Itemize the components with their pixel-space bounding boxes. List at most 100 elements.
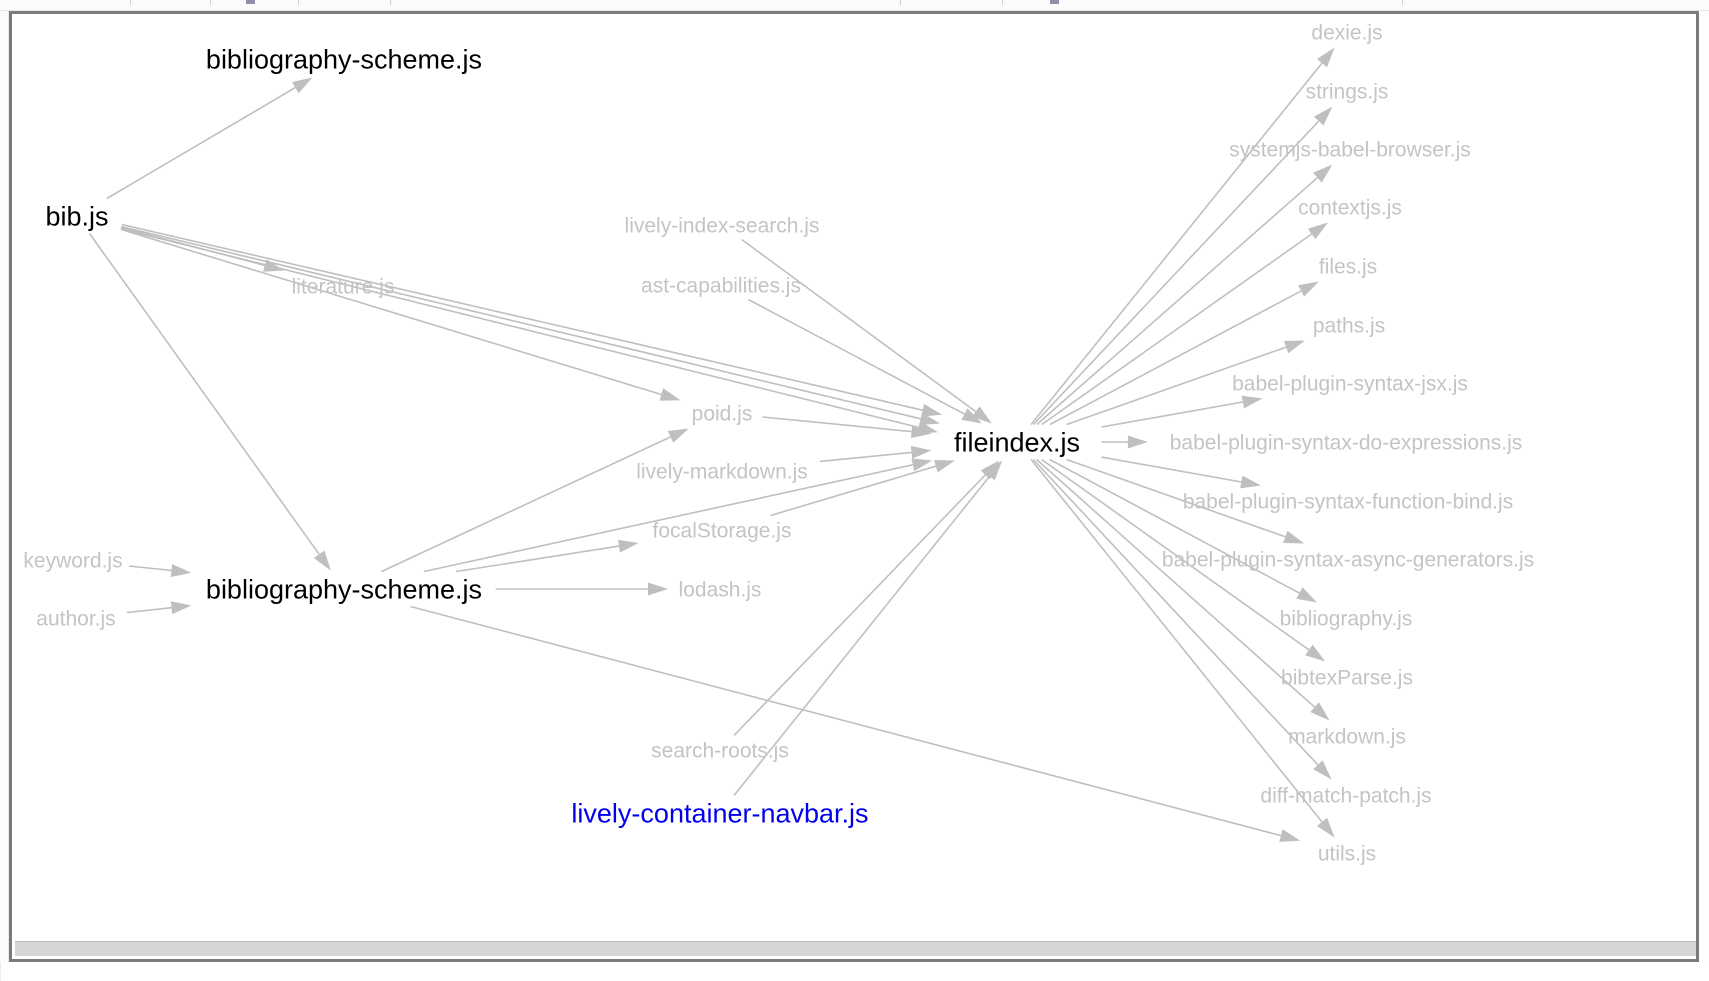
graph-node-lively-markdown[interactable]: lively-markdown.js: [636, 460, 808, 483]
graph-edge-arrowhead: [1313, 760, 1332, 780]
graph-edge-arrowhead: [1314, 106, 1333, 126]
graph-node-systemjs-babel-browser[interactable]: systemjs-babel-browser.js: [1229, 138, 1471, 161]
toolbar-tick-active: [1050, 0, 1059, 4]
graph-node-fileindex[interactable]: fileindex.js: [954, 427, 1080, 457]
graph-node-bibliography[interactable]: bibliography.js: [1280, 607, 1413, 630]
graph-node-babel-plugin-syntax-async-generators[interactable]: babel-plugin-syntax-async-generators.js: [1162, 548, 1534, 571]
toolbar-tick-active: [246, 0, 255, 4]
graph-node-paths[interactable]: paths.js: [1313, 314, 1385, 337]
graph-edge: [1066, 346, 1287, 426]
graph-edge: [1030, 62, 1323, 426]
graph-edge-arrowhead: [659, 388, 681, 401]
graph-node-poid[interactable]: poid.js: [692, 402, 753, 425]
toolbar-tick: [1002, 0, 1003, 5]
graph-edge-arrowhead: [919, 412, 941, 426]
toolbar-tick: [1402, 0, 1403, 5]
graph-edge-arrowhead: [170, 601, 192, 615]
graph-node-bib[interactable]: bib.js: [45, 201, 108, 231]
graph-edge: [1049, 290, 1302, 426]
graph-edge: [1030, 458, 1323, 823]
graph-node-search-roots[interactable]: search-roots.js: [651, 739, 789, 762]
graph-edge: [1101, 401, 1243, 428]
graph-edge: [741, 238, 977, 413]
dependency-graph-svg[interactable]: bibliography-scheme.js bib.js literature.j…: [12, 14, 1696, 959]
graph-edge: [819, 451, 912, 463]
graph-edge-arrowhead: [911, 458, 933, 472]
graph-node-focalStorage[interactable]: focalStorage.js: [653, 519, 792, 542]
graph-edge-arrowhead: [910, 445, 932, 459]
graph-edge: [747, 298, 965, 415]
edges-layer: [88, 47, 1335, 842]
graph-edge-arrowhead: [1283, 530, 1305, 544]
graph-edge-arrowhead: [1240, 475, 1261, 489]
graph-edge: [1036, 177, 1318, 426]
graph-node-lively-index-search[interactable]: lively-index-search.js: [625, 214, 820, 237]
graph-node-dexie[interactable]: dexie.js: [1311, 21, 1382, 44]
graph-node-babel-plugin-syntax-function-bind[interactable]: babel-plugin-syntax-function-bind.js: [1183, 490, 1513, 513]
graph-edge: [88, 233, 320, 555]
graph-edge-arrowhead: [910, 425, 932, 439]
graph-edge-arrowhead: [313, 550, 331, 571]
graph-edge-arrowhead: [1313, 164, 1333, 183]
toolbar-tick: [210, 0, 211, 5]
graph-edge: [1041, 458, 1310, 651]
graph-edge-arrowhead: [648, 582, 668, 596]
graph-edge-arrowhead: [1296, 587, 1317, 603]
graph-edge: [129, 565, 172, 572]
graph-node-keyword[interactable]: keyword.js: [23, 549, 122, 572]
graph-edge-arrowhead: [971, 406, 992, 424]
graph-node-utils[interactable]: utils.js: [1318, 842, 1376, 865]
window-left-edge: [0, 11, 9, 962]
toolbar-tick: [390, 0, 391, 5]
graph-edge-arrowhead: [1317, 817, 1335, 838]
window-bottom-edge: [0, 962, 1709, 981]
graph-node-babel-plugin-syntax-do-expressions[interactable]: babel-plugin-syntax-do-expressions.js: [1170, 431, 1523, 454]
graph-edge-arrowhead: [1316, 47, 1335, 68]
graph-edge: [1066, 458, 1286, 538]
graph-edge-arrowhead: [1127, 435, 1148, 449]
graph-node-strings[interactable]: strings.js: [1306, 80, 1389, 103]
graph-node-babel-plugin-syntax-jsx[interactable]: babel-plugin-syntax-jsx.js: [1232, 372, 1468, 395]
graph-edge: [410, 605, 1282, 837]
horizontal-scrollbar[interactable]: [15, 941, 1696, 956]
graph-node-bibliography-scheme-mid[interactable]: bibliography-scheme.js: [206, 575, 482, 605]
graph-edge: [121, 225, 921, 420]
graph-edge-arrowhead: [1298, 281, 1319, 297]
graph-edge-arrowhead: [934, 460, 955, 473]
graph-edge: [455, 545, 620, 573]
graph-edge: [1032, 458, 1319, 766]
graph-edge-arrowhead: [1310, 702, 1330, 721]
graph-node-lodash[interactable]: lodash.js: [679, 578, 762, 601]
graph-edge: [1036, 458, 1316, 708]
graph-node-markdown[interactable]: markdown.js: [1288, 725, 1406, 748]
graph-edge: [762, 416, 912, 433]
toolbar-tick: [130, 0, 131, 5]
graph-node-bibliography-scheme-top[interactable]: bibliography-scheme.js: [206, 45, 482, 75]
graph-edge-arrowhead: [1307, 222, 1328, 240]
graph-node-contextjs[interactable]: contextjs.js: [1298, 196, 1402, 219]
graph-edge: [733, 474, 986, 737]
graph-edge-arrowhead: [1241, 395, 1263, 409]
graph-node-ast-capabilities[interactable]: ast-capabilities.js: [641, 274, 801, 297]
graph-edge-arrowhead: [618, 539, 639, 553]
graph-node-files[interactable]: files.js: [1319, 255, 1377, 278]
nodes-layer: bibliography-scheme.js bib.js literature.j…: [23, 21, 1534, 865]
toolbar-tick: [298, 0, 299, 5]
graph-edge-arrowhead: [921, 403, 943, 417]
graph-edge-arrowhead: [170, 564, 192, 577]
graph-node-lively-container-navbar[interactable]: lively-container-navbar.js: [571, 799, 868, 829]
graph-node-author[interactable]: author.js: [36, 607, 115, 630]
graph-edge: [121, 223, 923, 411]
graph-node-bibtexParse[interactable]: bibtexParse.js: [1281, 666, 1413, 689]
graph-edge: [126, 606, 172, 614]
graph-edge: [423, 464, 913, 573]
toolbar-sliver: [0, 0, 1709, 11]
graph-node-literature[interactable]: literature.js: [292, 275, 395, 298]
graph-edge: [770, 465, 937, 517]
graph-node-diff-match-patch[interactable]: diff-match-patch.js: [1260, 784, 1431, 807]
graph-canvas[interactable]: bibliography-scheme.js bib.js literature.j…: [12, 14, 1696, 959]
graph-edge: [1041, 233, 1313, 426]
graph-edge-arrowhead: [1305, 644, 1326, 662]
graph-pane[interactable]: bibliography-scheme.js bib.js literature.j…: [9, 11, 1699, 962]
